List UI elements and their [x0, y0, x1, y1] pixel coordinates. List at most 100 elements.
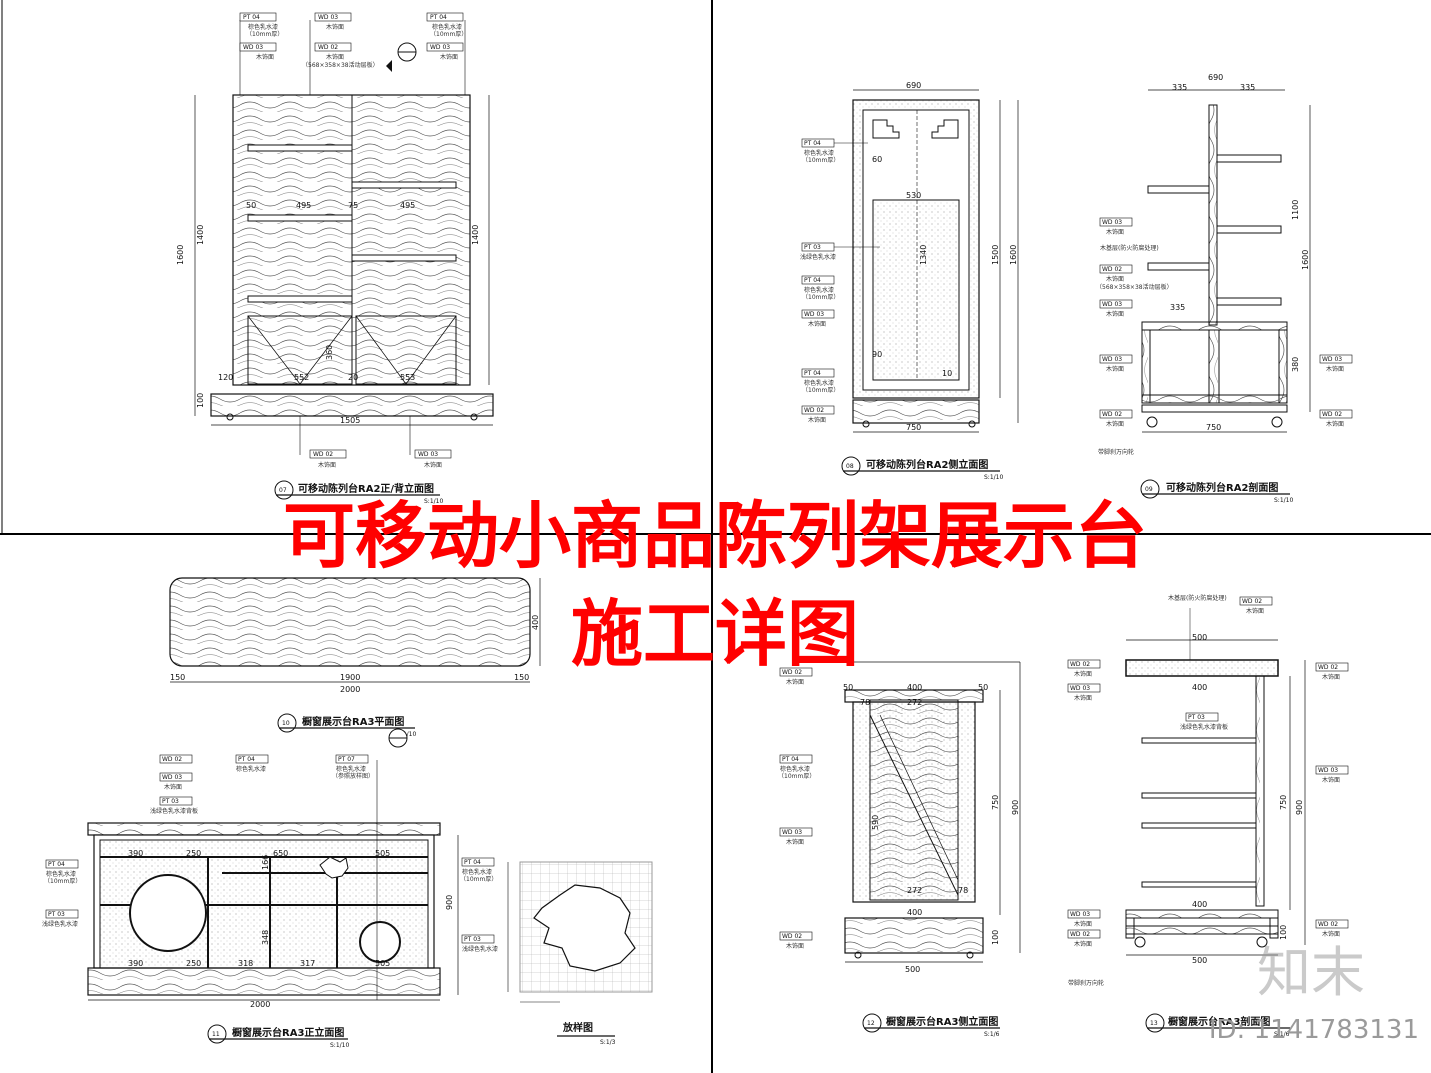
dim-400-10: 400 — [531, 615, 540, 630]
svg-text:木饰面: 木饰面 — [326, 23, 344, 31]
dim-2000-10: 2000 — [340, 685, 360, 694]
dim-500-12: 500 — [905, 965, 920, 974]
svg-text:木饰面: 木饰面 — [1074, 940, 1092, 948]
view-10-plan — [169, 577, 541, 683]
tag-wd02-a: WD 02 木饰面 （568×358×38活动层板） — [302, 42, 379, 69]
tag-pt03-11r: PT 03 浅绿色乳水漆 — [461, 934, 498, 953]
headline-line-1: 可移动小商品陈列架展示台 — [282, 494, 1147, 578]
svg-text:PT 03: PT 03 — [48, 911, 65, 918]
tag-pt04-08c: PT 04 棕色乳水漆 （10mm厚） — [801, 368, 839, 394]
dim-900-11: 900 — [445, 895, 454, 910]
dim-78: 78 — [860, 698, 870, 707]
svg-text:木饰面: 木饰面 — [1322, 776, 1340, 784]
tag-wd02-12: WD 02 木饰面 — [779, 667, 813, 686]
tag-wd02-11: WD 02 — [159, 754, 193, 764]
svg-text:PT 03: PT 03 — [464, 936, 481, 943]
svg-text:WD 03: WD 03 — [318, 14, 338, 21]
dim-10: 10 — [942, 369, 952, 378]
tag-wd03-12: WD 03 木饰面 — [779, 827, 813, 846]
svg-text:WD 02: WD 02 — [1070, 661, 1090, 668]
svg-text:（10mm厚）: （10mm厚） — [246, 31, 283, 38]
svg-text:可移动陈列台RA2侧立面图: 可移动陈列台RA2侧立面图 — [866, 458, 988, 471]
svg-text:棕色乳水漆: 棕色乳水漆 — [804, 286, 834, 294]
svg-text:木饰面: 木饰面 — [318, 461, 336, 469]
svg-text:PT 07: PT 07 — [338, 756, 355, 763]
svg-text:木饰面: 木饰面 — [808, 320, 826, 328]
svg-text:浅绿色乳水漆: 浅绿色乳水漆 — [462, 945, 498, 953]
dim-553: 553 — [400, 373, 415, 382]
dim-750-09: 750 — [1206, 423, 1221, 432]
svg-text:PT 04: PT 04 — [804, 277, 821, 284]
svg-text:WD 02: WD 02 — [804, 407, 824, 414]
svg-text:PT 03: PT 03 — [1188, 714, 1205, 721]
tag-pt04-11: PT 04 棕色乳水漆 — [235, 754, 269, 773]
view-12-side — [844, 661, 1021, 963]
dim-750-12: 750 — [991, 795, 1000, 810]
dim-78-b: 78 — [958, 886, 968, 895]
dim-1400: 1400 — [196, 225, 205, 245]
svg-text:WD 02: WD 02 — [1318, 664, 1338, 671]
svg-text:11: 11 — [212, 1031, 220, 1038]
dim-166: 166 — [261, 855, 270, 870]
tag-wd02-13rb: WD 02 木饰面 — [1315, 919, 1349, 938]
view-sample-title: 放样图 S:1/3 — [557, 1021, 616, 1046]
dim-335-b: 335 — [1240, 83, 1255, 92]
svg-text:木饰面: 木饰面 — [1322, 673, 1340, 681]
dim-50: 50 — [246, 201, 256, 210]
svg-text:木饰面: 木饰面 — [786, 838, 804, 846]
dim-495: 495 — [296, 201, 311, 210]
svg-text:PT 04: PT 04 — [804, 140, 821, 147]
dim-50-12b: 50 — [978, 683, 988, 692]
svg-text:木饰面: 木饰面 — [1106, 420, 1124, 428]
svg-text:木饰面: 木饰面 — [1246, 607, 1264, 615]
dim-2000-11: 2000 — [250, 1000, 270, 1009]
svg-text:WD 03: WD 03 — [1102, 301, 1122, 308]
view-13-title: 13 橱窗展示台RA3剖面图 S:1/6 — [1145, 1013, 1290, 1038]
tag-wd02-12b: WD 02 木饰面 — [779, 931, 813, 950]
svg-text:PT 04: PT 04 — [48, 861, 65, 868]
dim-1900: 1900 — [340, 673, 360, 682]
dim-690-09: 690 — [1208, 73, 1223, 82]
svg-text:橱窗展示台RA3正立面图: 橱窗展示台RA3正立面图 — [232, 1026, 344, 1039]
tag-pt03-11l: PT 03 浅绿色乳水漆 — [42, 909, 79, 928]
view-09-section — [1141, 89, 1311, 433]
svg-text:WD 03: WD 03 — [430, 44, 450, 51]
svg-text:木饰面: 木饰面 — [1074, 920, 1092, 928]
svg-text:棕色乳水漆: 棕色乳水漆 — [248, 23, 278, 31]
svg-text:木饰面: 木饰面 — [786, 942, 804, 950]
view-13-section — [1125, 639, 1306, 956]
view-07-title: 07 可移动陈列台RA2正/背立面图 S:1/10 — [274, 480, 443, 505]
dim-400-13b: 400 — [1192, 900, 1207, 909]
tag-wd02-09: WD 02 木饰面 （568×358×38活动层板） — [1096, 264, 1173, 291]
tag-pt04-b: PT 04 棕色乳水漆 （10mm厚） — [426, 12, 467, 38]
tag-pt03-08: PT 03 浅绿色乳水漆 — [800, 242, 880, 261]
dim-250: 250 — [186, 849, 201, 858]
dim-318: 318 — [238, 959, 253, 968]
svg-text:棕色乳水漆: 棕色乳水漆 — [336, 765, 366, 773]
svg-text:10: 10 — [282, 720, 290, 727]
svg-text:木饰面: 木饰面 — [326, 53, 344, 61]
svg-text:橱窗展示台RA3侧立面图: 橱窗展示台RA3侧立面图 — [886, 1015, 998, 1028]
svg-text:WD 02: WD 02 — [1318, 921, 1338, 928]
svg-text:S:1/10: S:1/10 — [424, 498, 443, 505]
view-11-title: 11 橱窗展示台RA3正立面图 S:1/10 — [207, 1024, 349, 1049]
dim-400-12: 400 — [907, 683, 922, 692]
svg-text:WD 03: WD 03 — [418, 451, 438, 458]
tag-wd02-08: WD 02 木饰面 — [801, 405, 835, 424]
svg-text:浅绿色乳水漆: 浅绿色乳水漆 — [42, 920, 78, 928]
tag-wd03-13r: WD 03 木饰面 — [1315, 765, 1349, 784]
svg-text:棕色乳水漆: 棕色乳水漆 — [804, 379, 834, 387]
dim-20: 20 — [348, 373, 358, 382]
id-watermark: ID: 1141783131 — [1208, 1015, 1419, 1045]
svg-text:木饰面: 木饰面 — [1106, 228, 1124, 236]
dim-150: 150 — [170, 673, 185, 682]
tag-pt04-11r: PT 04 棕色乳水漆 （10mm厚） — [460, 857, 497, 883]
tag-pt03-13: PT 03 浅绿色乳水漆背板 — [1180, 712, 1228, 731]
dim-348: 348 — [261, 930, 270, 945]
dim-380: 380 — [1291, 357, 1300, 372]
view-08-title: 08 可移动陈列台RA2侧立面图 S:1/10 — [841, 456, 1003, 481]
tag-wd03-09: WD 03 木饰面 — [1099, 217, 1133, 236]
svg-text:可移动陈列台RA2正/背立面图: 可移动陈列台RA2正/背立面图 — [298, 482, 434, 495]
tag-wd03-a: WD 03 木饰面 — [239, 42, 277, 61]
